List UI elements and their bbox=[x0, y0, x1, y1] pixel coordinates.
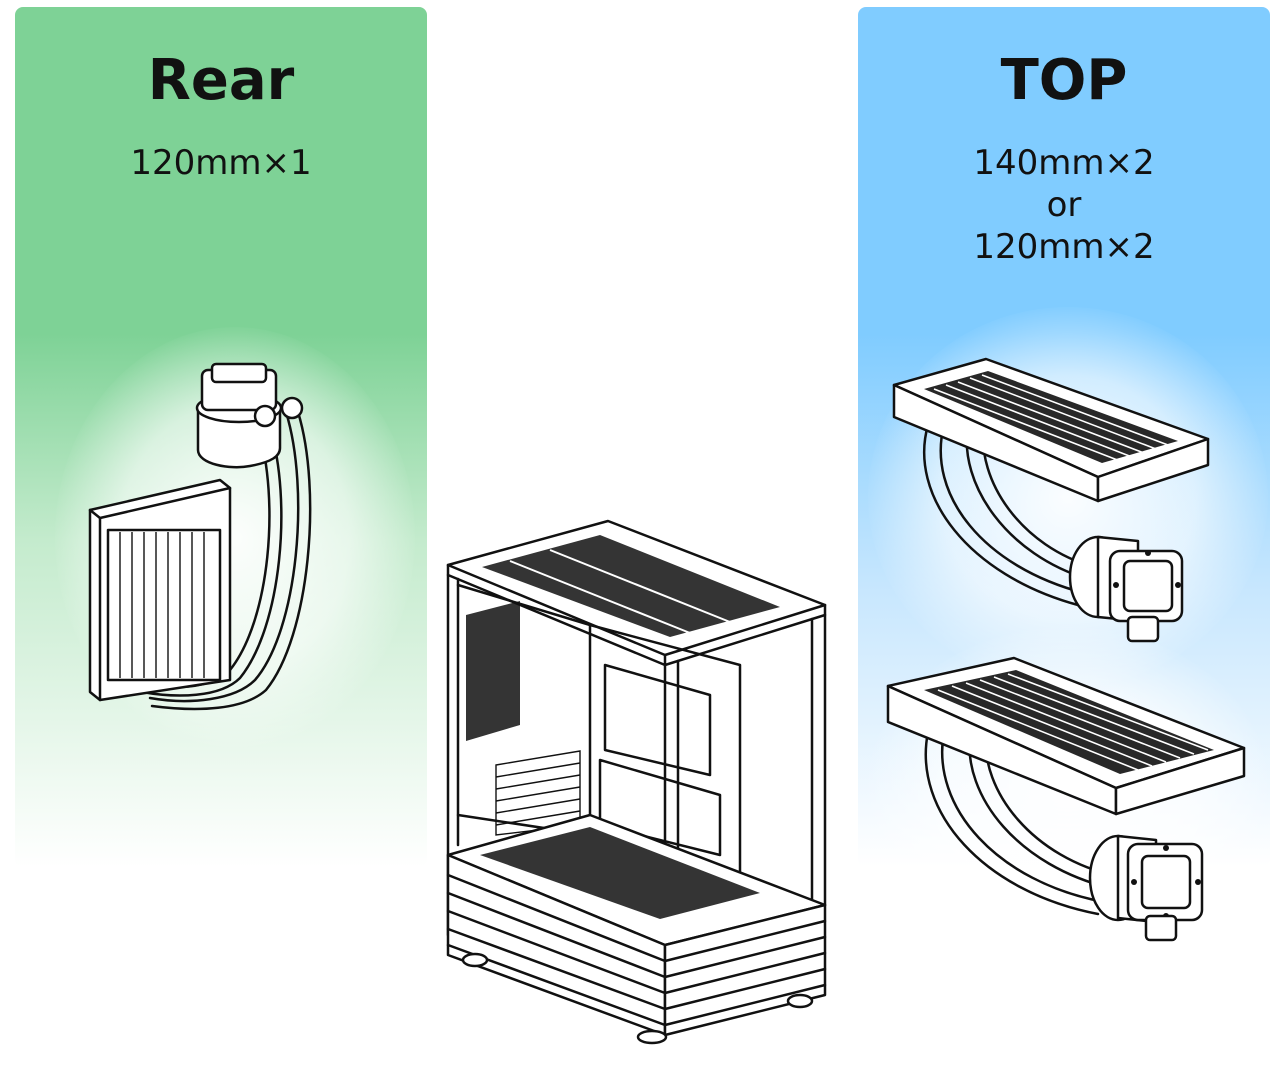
top-spec-line-2: or bbox=[1046, 185, 1082, 225]
rear-title: Rear bbox=[147, 48, 295, 113]
top-title: TOP bbox=[1000, 48, 1128, 113]
rear-120mm-aio-cooler-illustration bbox=[88, 362, 312, 711]
top-240mm-aio-cooler-illustration-upper bbox=[892, 357, 1210, 643]
rear-spec: 120mm×1 bbox=[130, 143, 312, 183]
top-spec-line-3: 120mm×2 bbox=[973, 227, 1155, 267]
top-spec-line-1: 140mm×2 bbox=[973, 143, 1155, 183]
top-240mm-aio-cooler-illustration-lower bbox=[886, 656, 1246, 942]
rear-mount-panel: Rear 120mm×1 bbox=[15, 7, 427, 867]
pc-case-illustration bbox=[446, 519, 827, 1045]
